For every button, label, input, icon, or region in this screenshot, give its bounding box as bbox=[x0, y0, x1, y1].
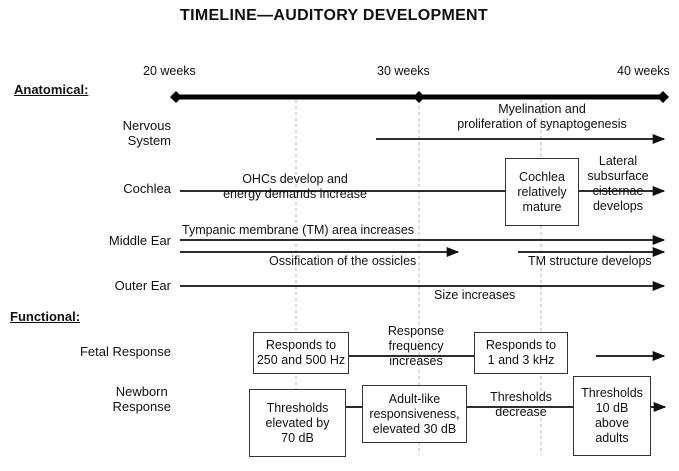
section-anatomical: Anatomical: bbox=[14, 82, 89, 97]
axis-diamond-30 bbox=[413, 91, 425, 103]
axis-diamond-20 bbox=[170, 91, 182, 103]
diagram-title: TIMELINE—AUDITORY DEVELOPMENT bbox=[180, 7, 488, 24]
row-nervous-system: Nervous System bbox=[122, 118, 171, 148]
row-cochlea: Cochlea bbox=[123, 181, 171, 196]
box-responds-250-500: Responds to 250 and 500 Hz bbox=[253, 332, 349, 374]
label-ossification: Ossification of the ossicles bbox=[269, 254, 417, 268]
row-fetal-response: Fetal Response bbox=[79, 344, 171, 359]
label-response-frequency: Response frequency increases bbox=[387, 324, 445, 368]
box-adult-like: Adult-like responsiveness, elevated 30 d… bbox=[362, 385, 467, 443]
label-tm-structure: TM structure develops bbox=[528, 254, 652, 268]
box-thresholds-70: Thresholds elevated by 70 dB bbox=[249, 389, 346, 457]
row-newborn-response: Newborn Response bbox=[112, 384, 171, 414]
label-lateral-cisternae: Lateral subsurface cisternae develops bbox=[587, 154, 649, 213]
box-responds-1-3k: Responds to 1 and 3 kHz bbox=[474, 332, 568, 374]
box-thresholds-10: Thresholds 10 dB above adults bbox=[573, 376, 651, 456]
row-outer-ear: Outer Ear bbox=[114, 278, 171, 293]
label-tm-area: Tympanic membrane (TM) area increases bbox=[182, 223, 415, 237]
label-size-increases: Size increases bbox=[434, 288, 516, 302]
week-label-20: 20 weeks bbox=[143, 64, 196, 78]
week-label-40: 40 weeks bbox=[617, 64, 670, 78]
axis-diamond-40 bbox=[657, 91, 669, 103]
row-middle-ear: Middle Ear bbox=[108, 233, 171, 248]
section-functional: Functional: bbox=[10, 309, 81, 324]
label-ohc: OHCs develop and energy demands increase bbox=[223, 172, 367, 201]
box-cochlea-mature: Cochlea relatively mature bbox=[505, 158, 579, 226]
week-label-30: 30 weeks bbox=[377, 64, 430, 78]
label-myelination: Myelination and proliferation of synapto… bbox=[457, 102, 627, 131]
label-thresholds-decrease: Thresholds decrease bbox=[490, 390, 552, 419]
